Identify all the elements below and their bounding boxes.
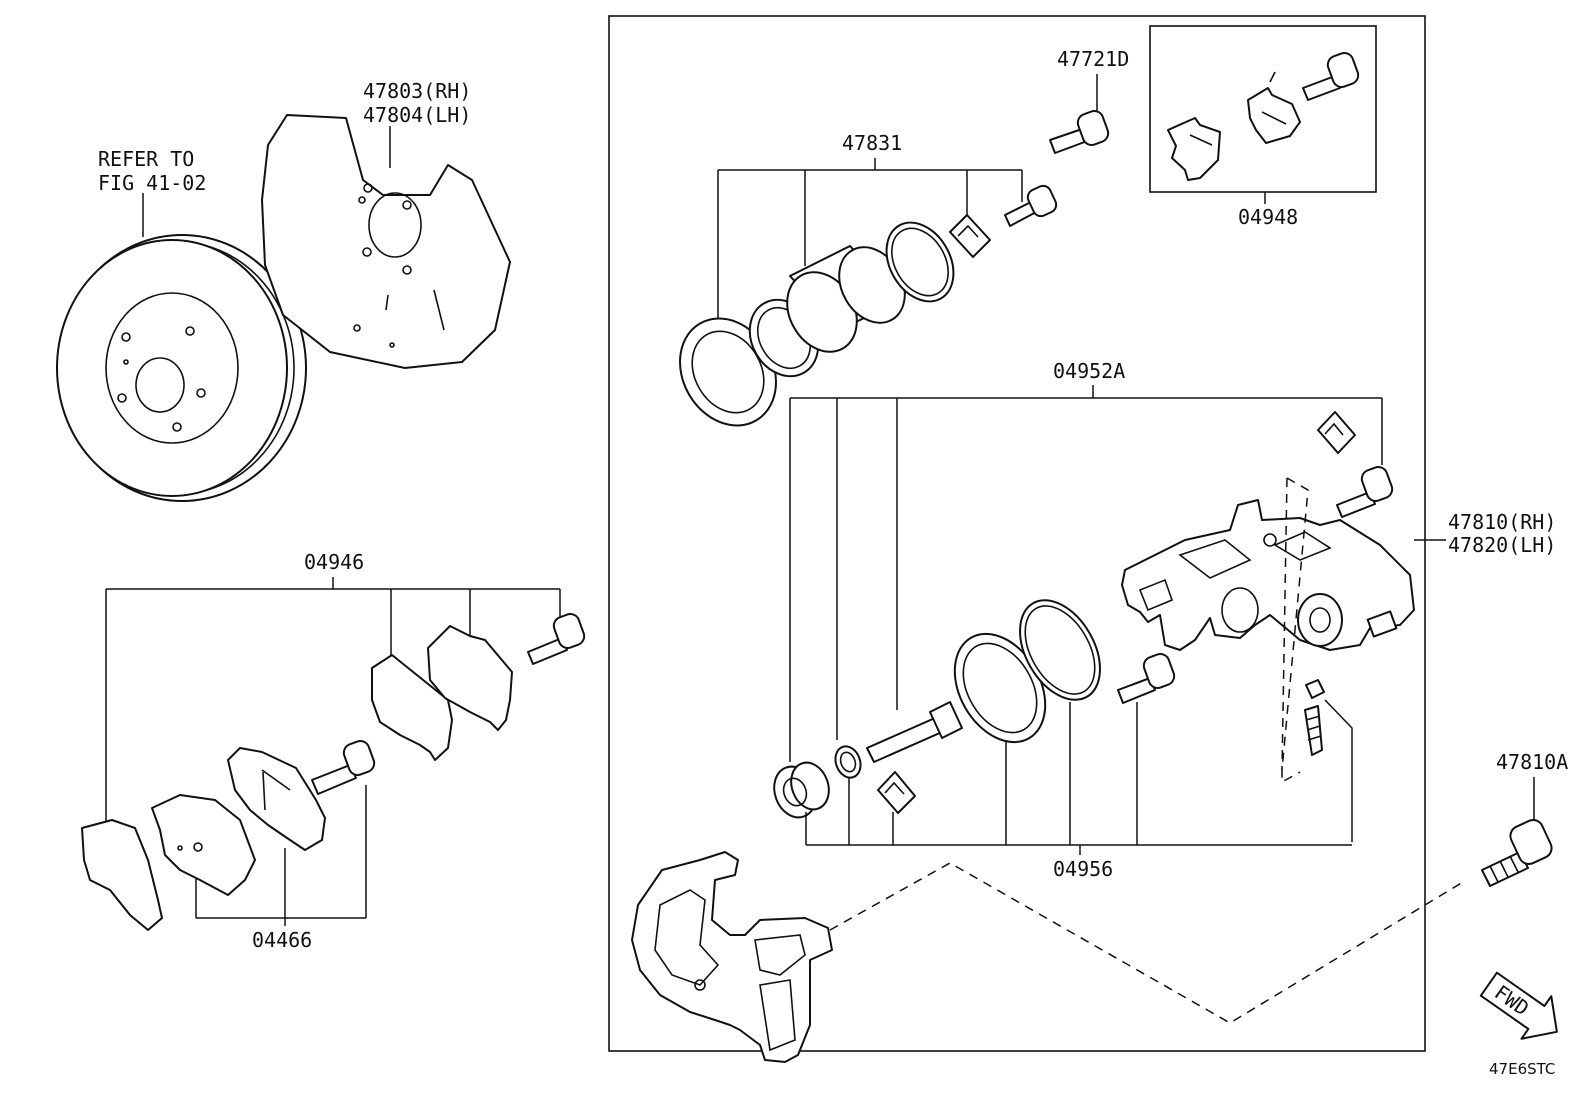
brake-caliper-body[interactable] — [1121, 499, 1415, 651]
clip-kit-label: 04948 — [1238, 205, 1298, 229]
pads-label: 04466 — [252, 928, 312, 952]
pad-kit-label: 04946 — [304, 550, 364, 574]
caliper-kit-label: 04952A — [1053, 359, 1125, 383]
caliper-mounting-bracket[interactable] — [631, 851, 833, 1063]
pad-shim-upper-right[interactable] — [427, 625, 513, 731]
brake-disc[interactable] — [56, 234, 307, 502]
bolt-47810a[interactable] — [1481, 817, 1555, 887]
brake-pad-outer[interactable] — [227, 747, 326, 851]
piston-kit-label: 47831 — [842, 131, 902, 155]
forward-arrow-icon: FWD — [1479, 971, 1558, 1040]
dust-cover-plate[interactable] — [261, 114, 511, 369]
caliper-assembly-frame — [608, 15, 1426, 1052]
bolt-47721d-label: 47721D — [1057, 47, 1129, 71]
refer-label-line1: REFER TO — [98, 147, 194, 171]
pad-kit-bolt[interactable] — [527, 612, 587, 665]
guide-pin[interactable] — [866, 701, 963, 763]
refer-label-line2: FIG 41-02 — [98, 171, 206, 195]
bleeder-cap[interactable] — [1305, 679, 1325, 699]
caliper-center-dash-2 — [1281, 477, 1288, 771]
piston-kit-bracket — [717, 158, 1023, 318]
caliper-kit-bracket — [789, 385, 1383, 762]
clip-kit-bolt[interactable] — [1302, 51, 1361, 101]
seal-kit-bracket — [805, 702, 1352, 855]
caliper-bolt-upper[interactable] — [1336, 465, 1395, 518]
leader-bleeder — [1324, 699, 1353, 842]
shield-lh-label: 47804(LH) — [363, 103, 471, 127]
shield-rh-label: 47803(RH) — [363, 79, 471, 103]
piston-retainer-ring[interactable] — [873, 211, 967, 314]
bolt-47810a-label: 47810A — [1496, 750, 1568, 774]
mounting-dash-line — [829, 862, 1464, 1024]
brake-pad-inner[interactable] — [151, 794, 256, 896]
pad-clip-left[interactable] — [1167, 117, 1221, 181]
clip-kit-frame — [1149, 25, 1377, 193]
piston-seal-small[interactable] — [1004, 586, 1117, 714]
bolt-47721d[interactable] — [1049, 109, 1111, 154]
pad-bolt[interactable] — [311, 739, 377, 795]
caliper-rh-label: 47810(RH) — [1448, 510, 1556, 534]
guide-pin-bushing[interactable] — [831, 743, 864, 781]
caliper-bolt-lower[interactable] — [1117, 652, 1177, 704]
pad-clip-right[interactable] — [1247, 71, 1301, 144]
seal-kit-label: 04956 — [1053, 857, 1113, 881]
caliper-lh-label: 47820(LH) — [1448, 533, 1556, 557]
grease-packet-icon-2 — [1317, 411, 1356, 454]
guide-pin-boot[interactable] — [767, 757, 835, 823]
pads-bracket — [195, 785, 367, 926]
figure-code: 47E6STC — [1489, 1060, 1555, 1078]
caliper-piston[interactable] — [773, 235, 918, 364]
grease-packet-icon — [949, 214, 991, 258]
grease-packet-icon-3 — [877, 771, 916, 814]
pad-shim-upper-left[interactable] — [371, 654, 453, 761]
pad-shim-lower[interactable] — [81, 819, 163, 931]
bleeder-screw[interactable] — [1304, 705, 1323, 756]
bleeder-bolt-upper[interactable] — [1004, 183, 1059, 227]
